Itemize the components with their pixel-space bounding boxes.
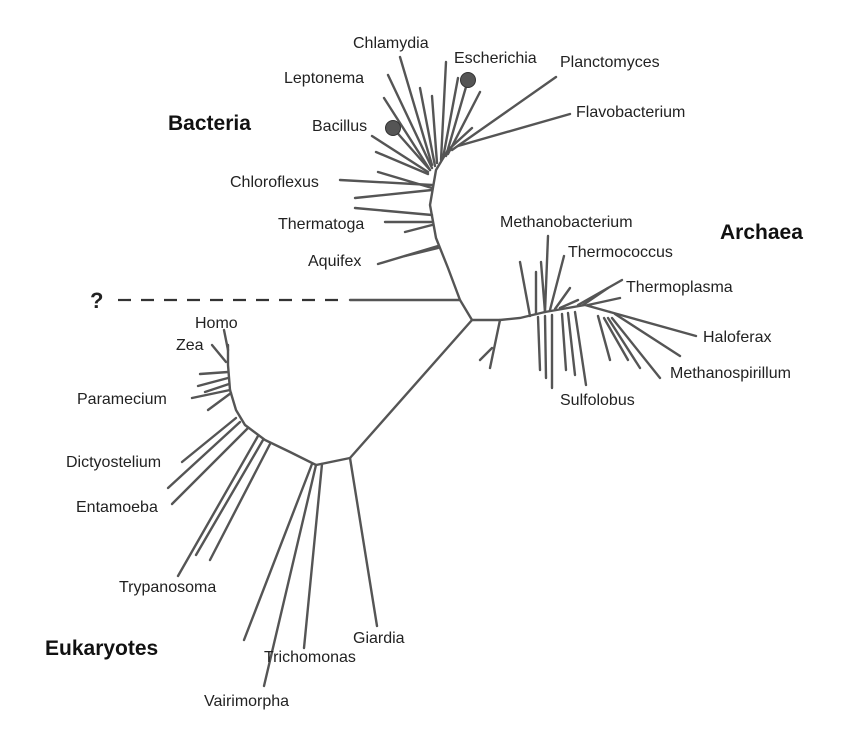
taxon-label-leptonema: Leptonema bbox=[284, 70, 364, 87]
domain-label-archaea: Archaea bbox=[720, 221, 803, 244]
branch-thermococcus bbox=[548, 254, 566, 312]
bacteria-clade bbox=[338, 55, 572, 266]
branch-methanospirillum-sister-c bbox=[602, 316, 630, 362]
taxon-label-paramecium: Paramecium bbox=[77, 391, 167, 408]
eukaryotes-clade bbox=[166, 328, 379, 688]
branch-aquifex-sister bbox=[403, 246, 440, 258]
taxon-label-giardia: Giardia bbox=[353, 630, 405, 647]
branch-giardia bbox=[348, 456, 379, 628]
archaea-clade bbox=[478, 234, 698, 390]
branch-sulfolobus-sister-b bbox=[560, 312, 568, 372]
branch-methanospirillum-sister-a bbox=[610, 316, 662, 380]
taxon-label-methanospirillum: Methanospirillum bbox=[670, 365, 791, 382]
branch-methanospirillum-sister-d bbox=[596, 314, 612, 362]
domain-label-bacteria: Bacteria bbox=[168, 112, 251, 135]
eukaryote-backbone bbox=[226, 343, 352, 467]
taxon-label-zea: Zea bbox=[176, 337, 204, 354]
taxon-label-entamoeba: Entamoeba bbox=[76, 499, 158, 516]
archaea-stem bbox=[470, 303, 612, 322]
branch-thermoplasma-sister-b bbox=[586, 296, 622, 307]
eukaryote-stem bbox=[348, 318, 474, 460]
taxon-label-homo: Homo bbox=[195, 315, 238, 332]
taxon-label-dictyostelium: Dictyostelium bbox=[66, 454, 161, 471]
branch-bacillus-sister-a bbox=[370, 134, 430, 174]
taxon-label-bacillus: Bacillus bbox=[312, 118, 367, 135]
unknown-branch-label: ? bbox=[90, 288, 103, 313]
branch-escherichia-c bbox=[446, 90, 482, 156]
branch-bacillus-sister-b bbox=[374, 150, 430, 176]
branch-escherichia-a bbox=[439, 60, 448, 162]
branch-dictyostelium bbox=[180, 416, 238, 464]
branch-flavobacterium bbox=[456, 112, 572, 148]
branch-zea bbox=[210, 343, 228, 364]
branch-bacillus bbox=[391, 126, 432, 172]
branch-methanospirillum-sister-b bbox=[606, 316, 642, 370]
taxon-label-trichomonas: Trichomonas bbox=[264, 649, 356, 666]
branch-sulfolobus-sister-a bbox=[566, 311, 577, 377]
branch-sulfolobus-sister-e bbox=[536, 315, 542, 372]
branch-crown-sister-c bbox=[203, 382, 231, 394]
branch-chloroflexus-sister-b bbox=[353, 188, 434, 200]
branch-thermatoga-sister-b bbox=[403, 223, 434, 234]
branch-paramecium-sister bbox=[206, 391, 233, 412]
branch-methanobacterium-sister bbox=[539, 260, 547, 314]
taxon-label-sulfolobus: Sulfolobus bbox=[560, 392, 635, 409]
branch-chlamydia-sister bbox=[386, 73, 434, 170]
taxon-label-vairimorpha: Vairimorpha bbox=[204, 693, 289, 710]
branch-crown-sister-a bbox=[198, 370, 230, 376]
branch-vairimorpha-sister bbox=[242, 462, 314, 642]
branch-inner-a bbox=[418, 86, 437, 168]
branch-methanobacterium bbox=[543, 234, 550, 314]
branch-crown-sister-b bbox=[196, 376, 230, 388]
branch-leptonema bbox=[382, 96, 432, 172]
branch-methanospirillum bbox=[613, 312, 682, 358]
taxon-label-thermatoga: Thermatoga bbox=[278, 216, 364, 233]
taxon-label-flavobacterium: Flavobacterium bbox=[576, 104, 685, 121]
branch-trypanosoma-sister-b bbox=[208, 442, 272, 562]
branch-thermococcus-sister-a bbox=[553, 286, 572, 311]
taxon-label-chlamydia: Chlamydia bbox=[353, 35, 429, 52]
bacillus-marker bbox=[385, 120, 401, 136]
branch-chlamydia bbox=[398, 55, 434, 167]
branch-archaea-inner-a bbox=[518, 260, 532, 318]
branch-archaea-base-a bbox=[488, 318, 502, 370]
branch-thermatoga-sister-a bbox=[353, 206, 434, 217]
branch-paramecium bbox=[190, 388, 232, 400]
branch-escherichia bbox=[444, 78, 470, 158]
branch-vairimorpha bbox=[262, 463, 318, 688]
domain-label-eukaryotes: Eukaryotes bbox=[45, 637, 158, 660]
branch-archaea-base-b bbox=[478, 346, 494, 362]
taxon-label-haloferax: Haloferax bbox=[703, 329, 771, 346]
branch-planctomyces bbox=[450, 75, 558, 152]
branch-dictyostelium-sister bbox=[166, 420, 242, 490]
taxon-label-thermoplasma: Thermoplasma bbox=[626, 279, 733, 296]
taxon-label-escherichia: Escherichia bbox=[454, 50, 537, 67]
branch-trypanosoma-sister-a bbox=[194, 438, 265, 557]
branch-thermoplasma-sister-a bbox=[581, 286, 610, 307]
escherichia-marker bbox=[460, 72, 476, 88]
taxon-label-thermococcus: Thermococcus bbox=[568, 244, 673, 261]
branch-haloferax bbox=[608, 310, 698, 338]
branch-trichomonas bbox=[302, 462, 324, 650]
branch-sulfolobus-sister-d bbox=[543, 314, 548, 380]
branch-trypanosoma bbox=[176, 434, 260, 578]
branch-entamoeba bbox=[170, 426, 250, 506]
branch-escherichia-b bbox=[441, 76, 460, 160]
branch-chloroflexus-sister-a bbox=[376, 170, 434, 190]
taxon-label-planctomyces: Planctomyces bbox=[560, 54, 660, 71]
branch-inner-b bbox=[430, 94, 439, 165]
branch-sulfolobus bbox=[573, 310, 588, 387]
taxon-label-trypanosoma: Trypanosoma bbox=[119, 579, 216, 596]
taxon-label-chloroflexus: Chloroflexus bbox=[230, 174, 319, 191]
taxon-label-methanobacterium: Methanobacterium bbox=[500, 214, 633, 231]
branch-homo bbox=[222, 328, 230, 352]
branch-thermococcus-sister-b bbox=[558, 298, 580, 310]
taxon-label-aquifex: Aquifex bbox=[308, 253, 361, 270]
